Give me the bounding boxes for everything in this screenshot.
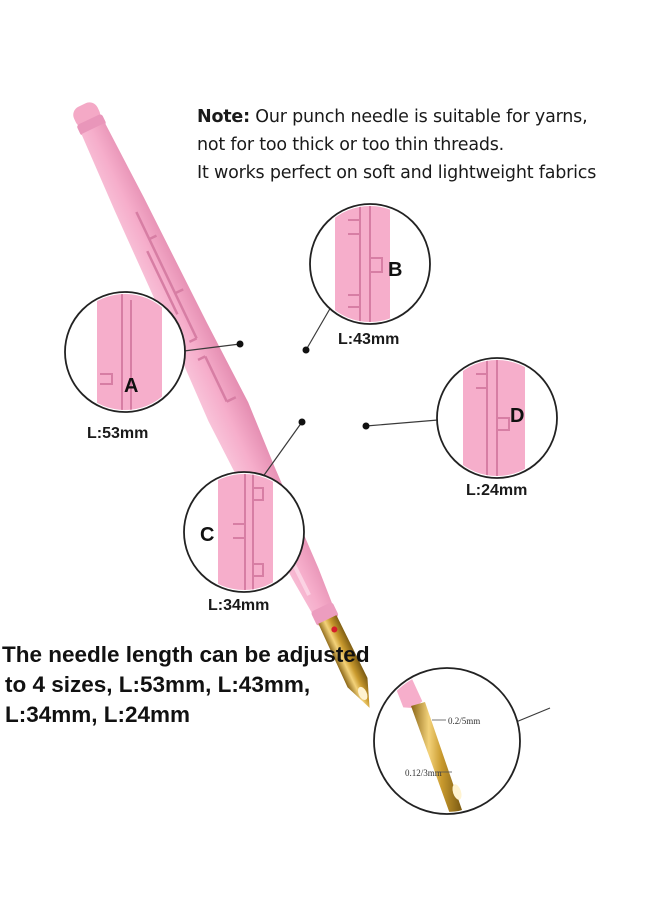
upper-needle-size: 0.2/5mm bbox=[448, 716, 480, 726]
length-label-c: L:34mm bbox=[208, 597, 270, 614]
caption-line-3: L:34mm, L:24mm bbox=[5, 702, 191, 727]
callout-leaders bbox=[183, 299, 551, 723]
lower-needle-size: 0.12/3mm bbox=[405, 768, 442, 778]
callout-letter-d: D bbox=[510, 405, 524, 427]
length-label-a: L:53mm bbox=[87, 425, 149, 442]
adjustment-caption: The needle length can be adjusted to 4 s… bbox=[2, 640, 422, 730]
callout-circle-c: C bbox=[183, 471, 305, 593]
callout-circle-b: B bbox=[309, 203, 431, 325]
callout-letter-c: C bbox=[200, 524, 214, 546]
callout-letter-a: A bbox=[124, 375, 138, 397]
note-text-1: Our punch needle is suitable for yarns, bbox=[255, 107, 588, 127]
needle bbox=[318, 615, 370, 708]
length-label-d: L:24mm bbox=[466, 482, 528, 499]
note-label: Note: bbox=[197, 107, 250, 127]
callout-letter-b: B bbox=[388, 259, 402, 281]
note-line-3: It works perfect on soft and lightweight… bbox=[197, 163, 597, 183]
callout-circle-d: D bbox=[436, 357, 558, 479]
length-label-b: L:43mm bbox=[338, 331, 400, 348]
note-line-1: Note: Our punch needle is suitable for y… bbox=[197, 103, 657, 131]
callout-circle-a: A bbox=[64, 291, 186, 413]
caption-line-2: to 4 sizes, L:53mm, L:43mm, bbox=[5, 672, 311, 697]
tip-detail-circle: 0.2/5mm 0.12/3mm bbox=[373, 667, 521, 815]
caption-line-1: The needle length can be adjusted bbox=[2, 642, 370, 667]
usage-note: Note: Our punch needle is suitable for y… bbox=[197, 103, 657, 187]
note-line-2: not for too thick or too thin threads. bbox=[197, 135, 505, 155]
